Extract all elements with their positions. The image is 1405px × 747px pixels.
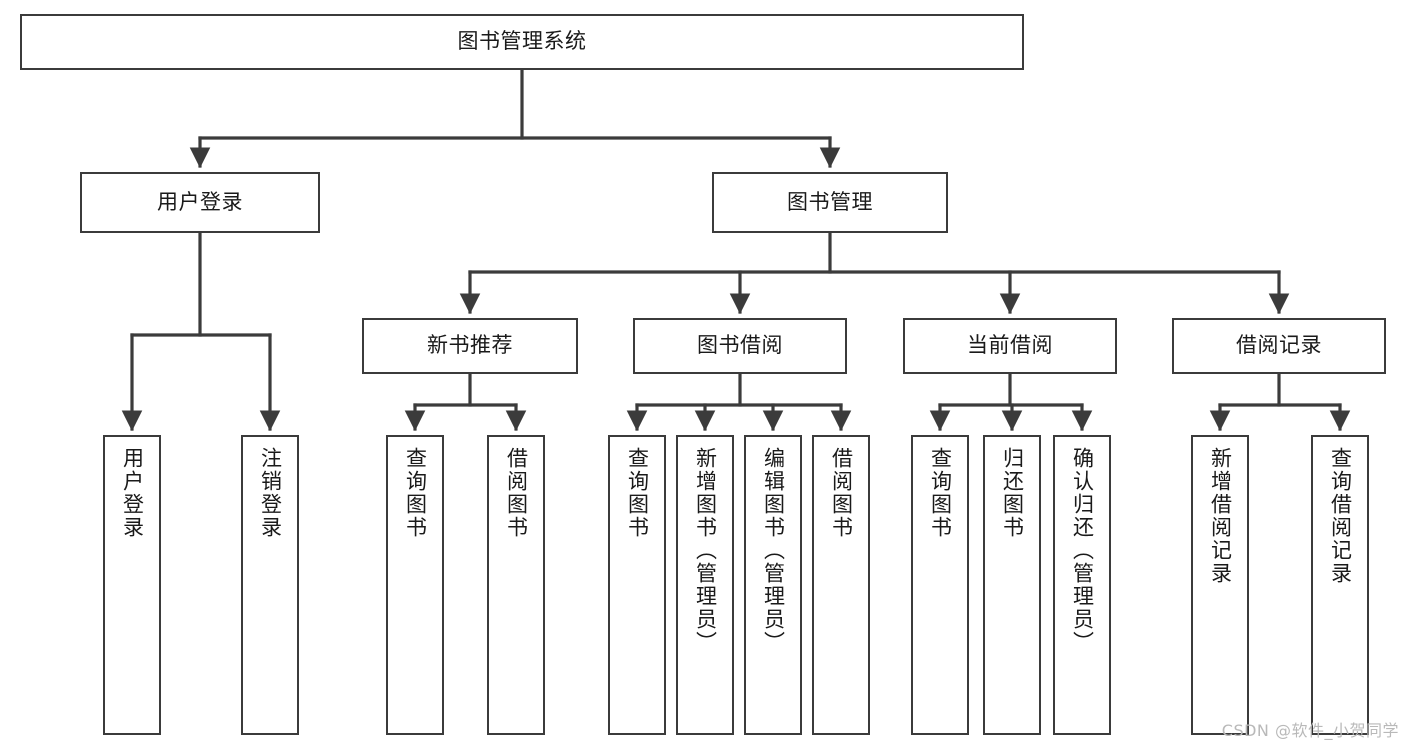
node-root-label: 图书管理系统	[457, 29, 587, 54]
node-leaf-borrow-book-rec[interactable]: 借阅图书	[487, 435, 545, 735]
node-leaf-user-login-label: 用户登录	[120, 447, 145, 539]
node-borrow-record-label: 借阅记录	[1236, 333, 1322, 358]
node-leaf-borrow-book-rec-label: 借阅图书	[504, 447, 529, 539]
node-leaf-query-book-current-label: 查询图书	[928, 447, 953, 539]
node-leaf-borrow-book[interactable]: 借阅图书	[812, 435, 870, 735]
node-leaf-confirm-return-admin-label: 确认归还（管理员）	[1070, 447, 1095, 654]
node-leaf-return-book-label: 归还图书	[1000, 447, 1025, 539]
node-leaf-query-book-rec-label: 查询图书	[403, 447, 428, 539]
node-leaf-user-logout[interactable]: 注销登录	[241, 435, 299, 735]
node-current-borrow[interactable]: 当前借阅	[903, 318, 1117, 374]
node-leaf-query-book-borrow-label: 查询图书	[625, 447, 650, 539]
node-user-login[interactable]: 用户登录	[80, 172, 320, 233]
node-leaf-return-book[interactable]: 归还图书	[983, 435, 1041, 735]
node-leaf-query-book-borrow[interactable]: 查询图书	[608, 435, 666, 735]
node-book-borrow[interactable]: 图书借阅	[633, 318, 847, 374]
node-user-login-label: 用户登录	[157, 189, 243, 214]
node-leaf-add-borrow-record[interactable]: 新增借阅记录	[1191, 435, 1249, 735]
node-root[interactable]: 图书管理系统	[20, 14, 1024, 70]
node-leaf-query-book-rec[interactable]: 查询图书	[386, 435, 444, 735]
node-book-manage-label: 图书管理	[787, 189, 873, 214]
node-leaf-user-logout-label: 注销登录	[258, 447, 283, 539]
node-leaf-user-login[interactable]: 用户登录	[103, 435, 161, 735]
node-book-manage[interactable]: 图书管理	[712, 172, 948, 233]
node-leaf-query-borrow-record[interactable]: 查询借阅记录	[1311, 435, 1369, 735]
node-leaf-add-book-admin-label: 新增图书（管理员）	[693, 447, 718, 654]
node-new-book-recommend[interactable]: 新书推荐	[362, 318, 578, 374]
node-leaf-add-borrow-record-label: 新增借阅记录	[1208, 447, 1233, 585]
node-leaf-borrow-book-label: 借阅图书	[829, 447, 854, 539]
node-leaf-edit-book-admin-label: 编辑图书（管理员）	[761, 447, 786, 654]
node-new-book-recommend-label: 新书推荐	[427, 333, 513, 358]
node-borrow-record[interactable]: 借阅记录	[1172, 318, 1386, 374]
node-leaf-query-book-current[interactable]: 查询图书	[911, 435, 969, 735]
node-book-borrow-label: 图书借阅	[697, 333, 783, 358]
node-current-borrow-label: 当前借阅	[967, 333, 1053, 358]
node-leaf-confirm-return-admin[interactable]: 确认归还（管理员）	[1053, 435, 1111, 735]
node-leaf-query-borrow-record-label: 查询借阅记录	[1328, 447, 1353, 585]
node-leaf-edit-book-admin[interactable]: 编辑图书（管理员）	[744, 435, 802, 735]
node-leaf-add-book-admin[interactable]: 新增图书（管理员）	[676, 435, 734, 735]
